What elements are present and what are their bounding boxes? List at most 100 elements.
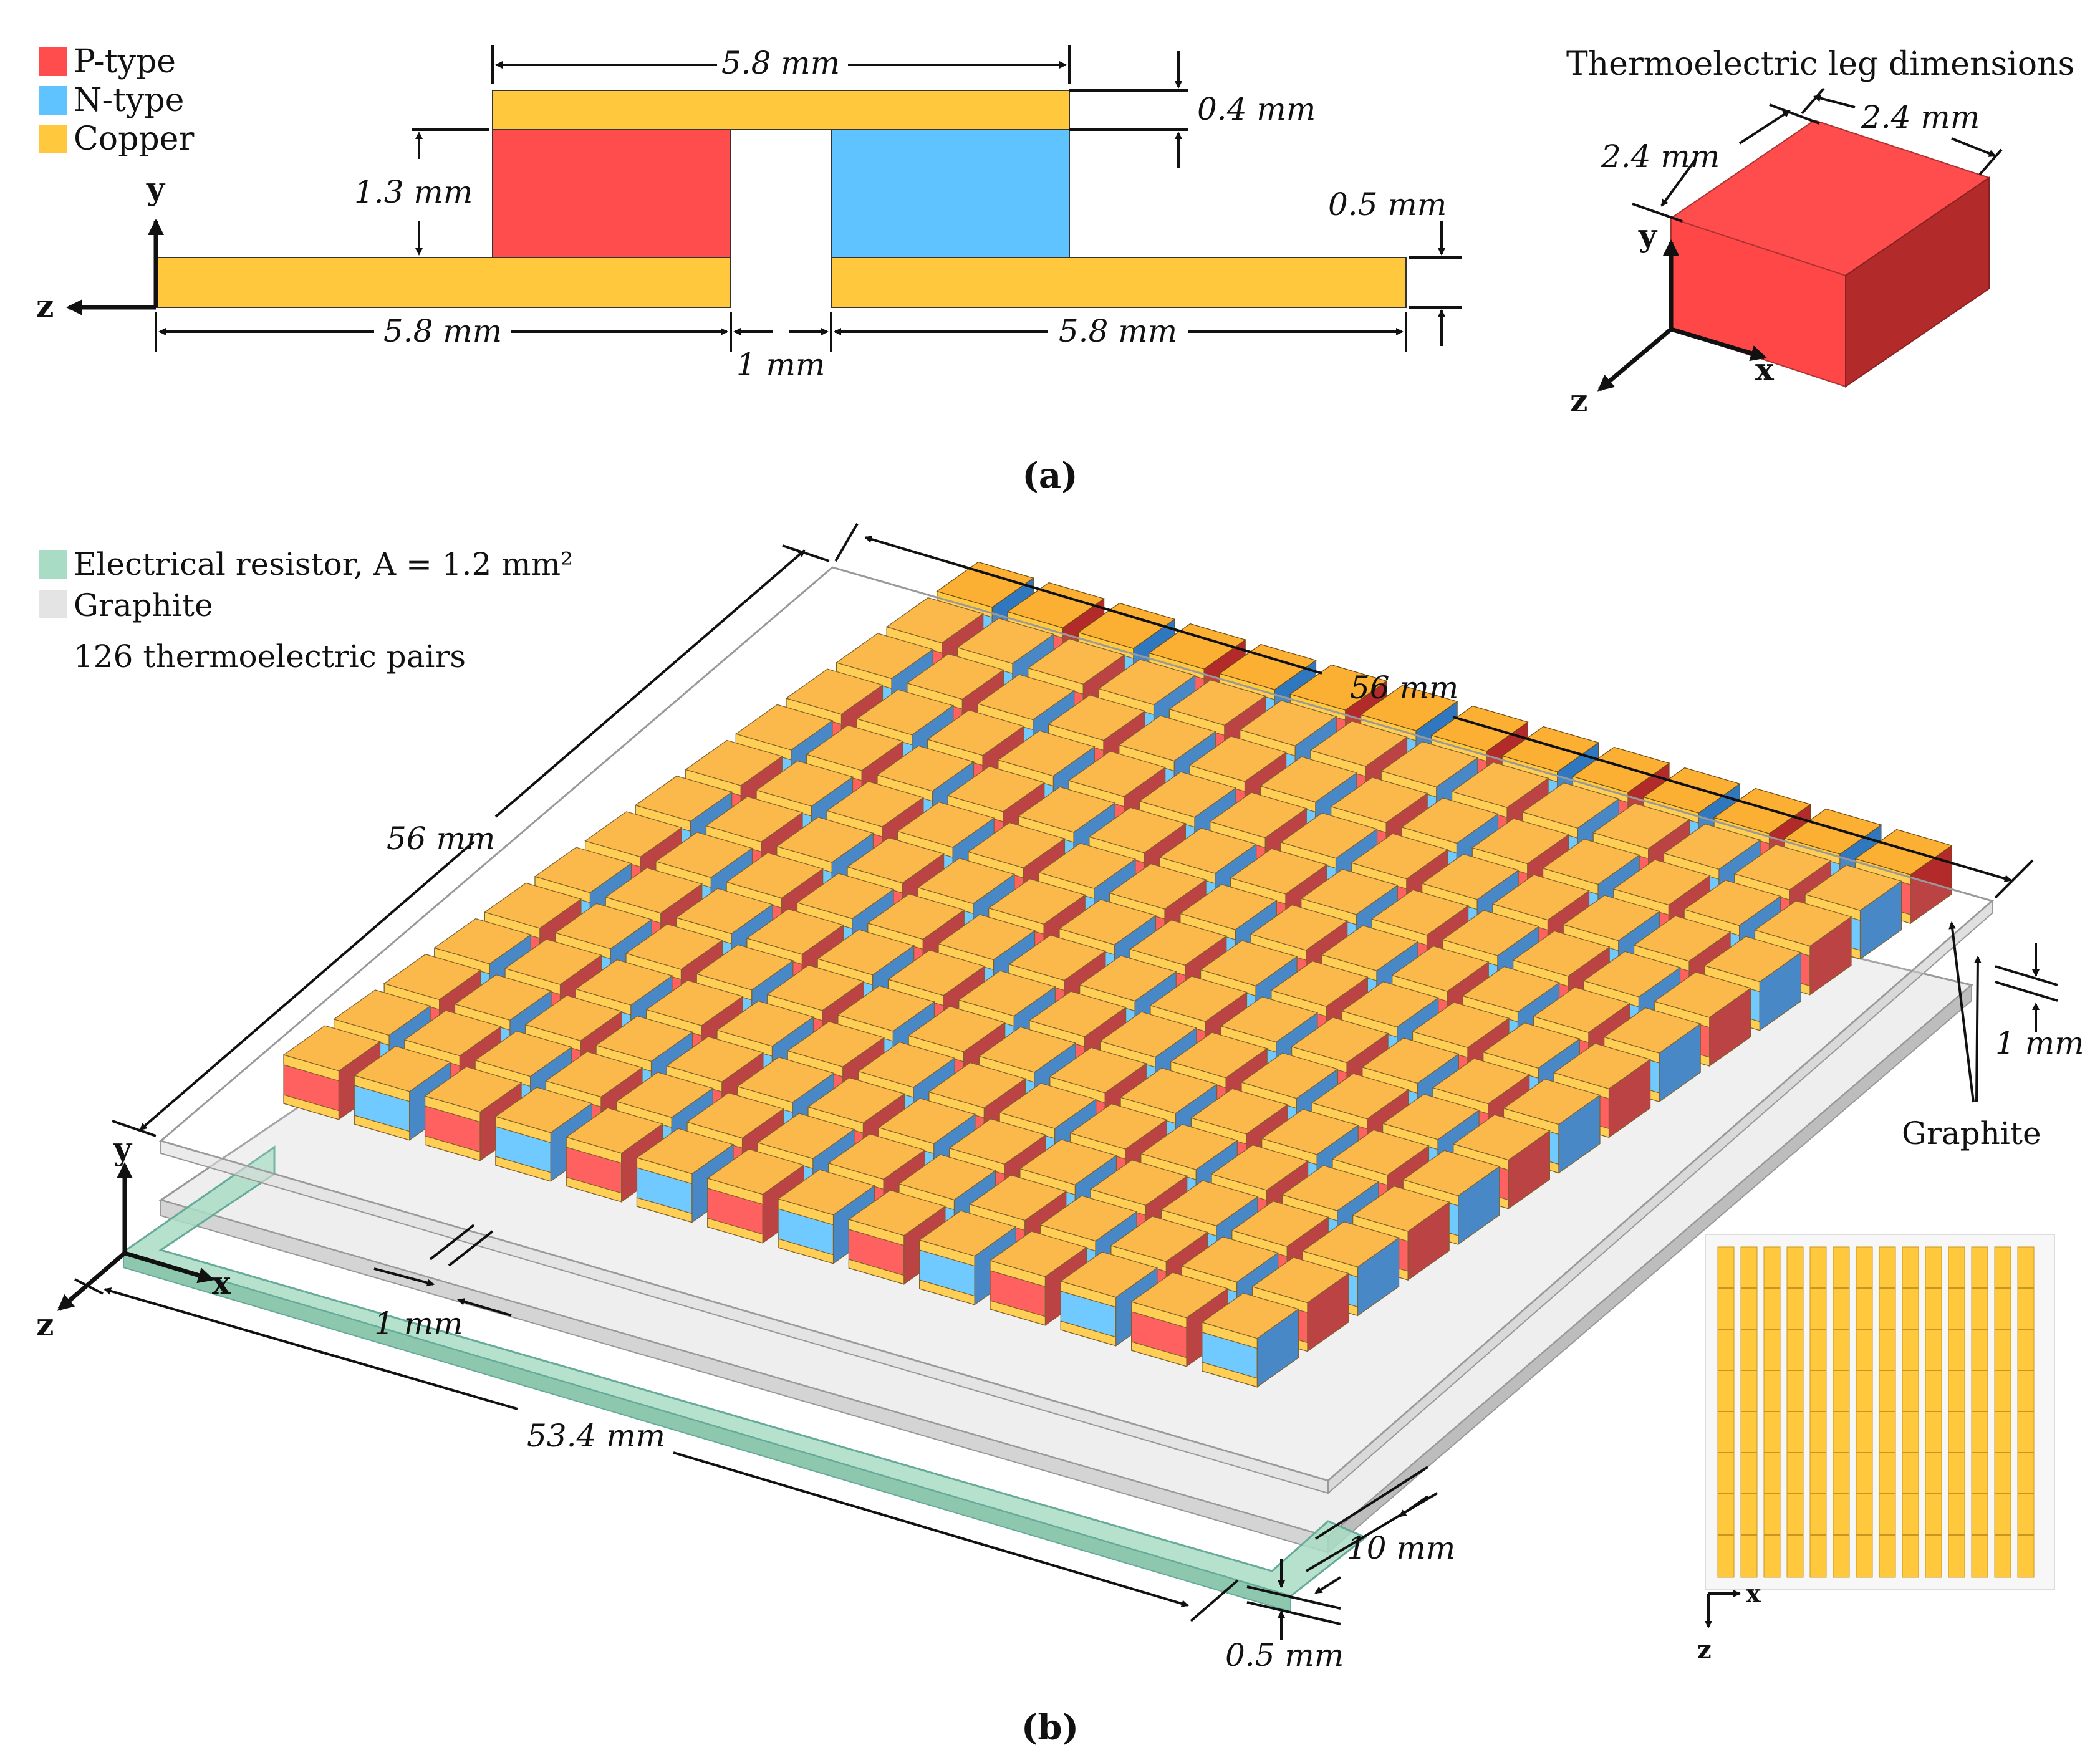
module-copper-base: [424, 1135, 481, 1161]
module-copper-top: [1168, 680, 1267, 726]
module-copper-top: [424, 1066, 523, 1113]
dim-bottom-thickness: 0.5 mm: [1328, 186, 1447, 223]
module-copper-top: [655, 832, 753, 878]
module-copper-top: [634, 776, 733, 822]
module-copper-top: [785, 668, 884, 715]
module-copper-top: [1099, 1011, 1198, 1058]
module-copper-top: [927, 709, 1025, 756]
module-copper-top: [534, 847, 632, 893]
module-copper-top: [967, 822, 1066, 868]
module-copper-top: [716, 1000, 814, 1047]
module-copper-top: [1351, 833, 1449, 880]
top-graphite-plate: [158, 566, 1995, 1495]
module-copper-top: [1028, 991, 1127, 1037]
module-copper-top: [1049, 1047, 1147, 1094]
module-copper-top: [1301, 1221, 1400, 1267]
module-copper-top: [846, 837, 945, 883]
module-copper-top: [1603, 1007, 1702, 1054]
module-copper-top: [282, 1025, 381, 1072]
bottom-copper-right: [831, 257, 1407, 308]
module-copper-top: [746, 908, 844, 955]
dim-leg-gap: 1 mm: [374, 1305, 463, 1342]
module-copper-top: [1331, 1129, 1430, 1176]
module-copper-top: [1703, 936, 1802, 983]
module-copper-top: [504, 938, 602, 985]
module-copper-top: [1430, 705, 1529, 752]
module-copper-top: [1179, 883, 1278, 930]
module-copper-top: [827, 1133, 926, 1180]
module-copper-top: [454, 974, 552, 1021]
module-copper-top: [1309, 721, 1408, 767]
module-copper-top: [1291, 1017, 1389, 1064]
module-copper-top: [1190, 1088, 1289, 1135]
dim-plate-gap: 1 mm: [1995, 1025, 2084, 1061]
module-copper-top: [1512, 930, 1611, 977]
module-copper-top: [836, 633, 934, 680]
module-copper-top: [1400, 797, 1499, 844]
module-copper-top: [796, 873, 895, 920]
module-copper-top: [1391, 945, 1490, 992]
module-copper-top: [1462, 966, 1560, 1012]
module-copper-base: [354, 1115, 410, 1141]
module-copper-top: [989, 1231, 1087, 1277]
panel-b: Electrical resistor, A = 1.2 mm² Graphit…: [36, 522, 2084, 1748]
module-copper-top: [675, 888, 774, 935]
module-copper-top: [968, 1175, 1067, 1221]
module-copper-top: [1059, 1251, 1158, 1298]
module-copper-top: [705, 796, 804, 842]
dim-copper-thickness: 0.4 mm: [1197, 91, 1316, 127]
module-copper-top: [1158, 827, 1258, 874]
module-copper-top: [1482, 1022, 1581, 1069]
module-copper-top: [474, 1031, 573, 1077]
module-copper-top: [1148, 623, 1246, 670]
module-copper-top: [1592, 803, 1691, 849]
module-copper-top: [1110, 1216, 1208, 1262]
module-copper-top: [1218, 643, 1317, 690]
dim-length-top: 56 mm: [1350, 670, 1458, 706]
module-copper-top: [918, 1210, 1017, 1257]
module-copper-top: [837, 985, 935, 1032]
module-copper-top: [1412, 1002, 1510, 1048]
module-copper-top: [1008, 935, 1107, 981]
leg-axis-z: z: [1570, 382, 1587, 419]
module-copper-top: [1612, 859, 1711, 906]
p-type-leg: [492, 129, 731, 258]
module-copper-top: [554, 903, 653, 950]
cross-section: [155, 90, 1407, 308]
module-copper-top: [976, 674, 1076, 721]
module-copper-base: [1202, 1362, 1258, 1388]
module-copper-top: [645, 979, 744, 1026]
graphite-label: Graphite: [1902, 1115, 2041, 1152]
top-plate-side: [1327, 899, 1993, 1495]
module-copper-top: [958, 970, 1056, 1017]
module-copper-base: [283, 1094, 340, 1120]
module-copper-top: [1341, 981, 1440, 1027]
dim-gap: 1 mm: [736, 347, 826, 383]
dim-resistor-length: 53.4 mm: [527, 1418, 665, 1454]
module-copper-top: [1521, 782, 1620, 829]
legend-label-resistor: Electrical resistor, A = 1.2 mm²: [74, 546, 573, 582]
module-copper-top: [937, 914, 1036, 961]
module-copper-top: [625, 923, 723, 970]
caption-b: (b): [1021, 1707, 1079, 1748]
module-copper-top: [1079, 955, 1177, 1002]
module-copper-top: [1160, 1180, 1259, 1226]
module-copper-top: [353, 1046, 452, 1092]
module-copper-top: [1069, 1103, 1168, 1150]
module-copper-top: [1230, 848, 1328, 895]
module-copper-top: [584, 811, 683, 858]
module-copper-top: [1432, 1058, 1531, 1105]
module-copper-top: [1663, 824, 1761, 870]
module-copper-base: [566, 1176, 622, 1203]
module-copper-top: [1210, 1144, 1309, 1191]
module-copper-top: [1562, 895, 1661, 941]
module-copper-top: [988, 878, 1086, 925]
legend-a: P-type N-type Copper: [39, 43, 194, 158]
module-copper-top: [806, 724, 904, 771]
module-copper-top: [766, 964, 865, 1011]
module-copper-top: [1402, 1150, 1501, 1196]
module-copper-top: [706, 1148, 805, 1195]
module-copper-top: [1240, 1052, 1339, 1099]
inset-axis-z: z: [1697, 1635, 1712, 1665]
legend-swatch-n-type: [39, 86, 67, 115]
